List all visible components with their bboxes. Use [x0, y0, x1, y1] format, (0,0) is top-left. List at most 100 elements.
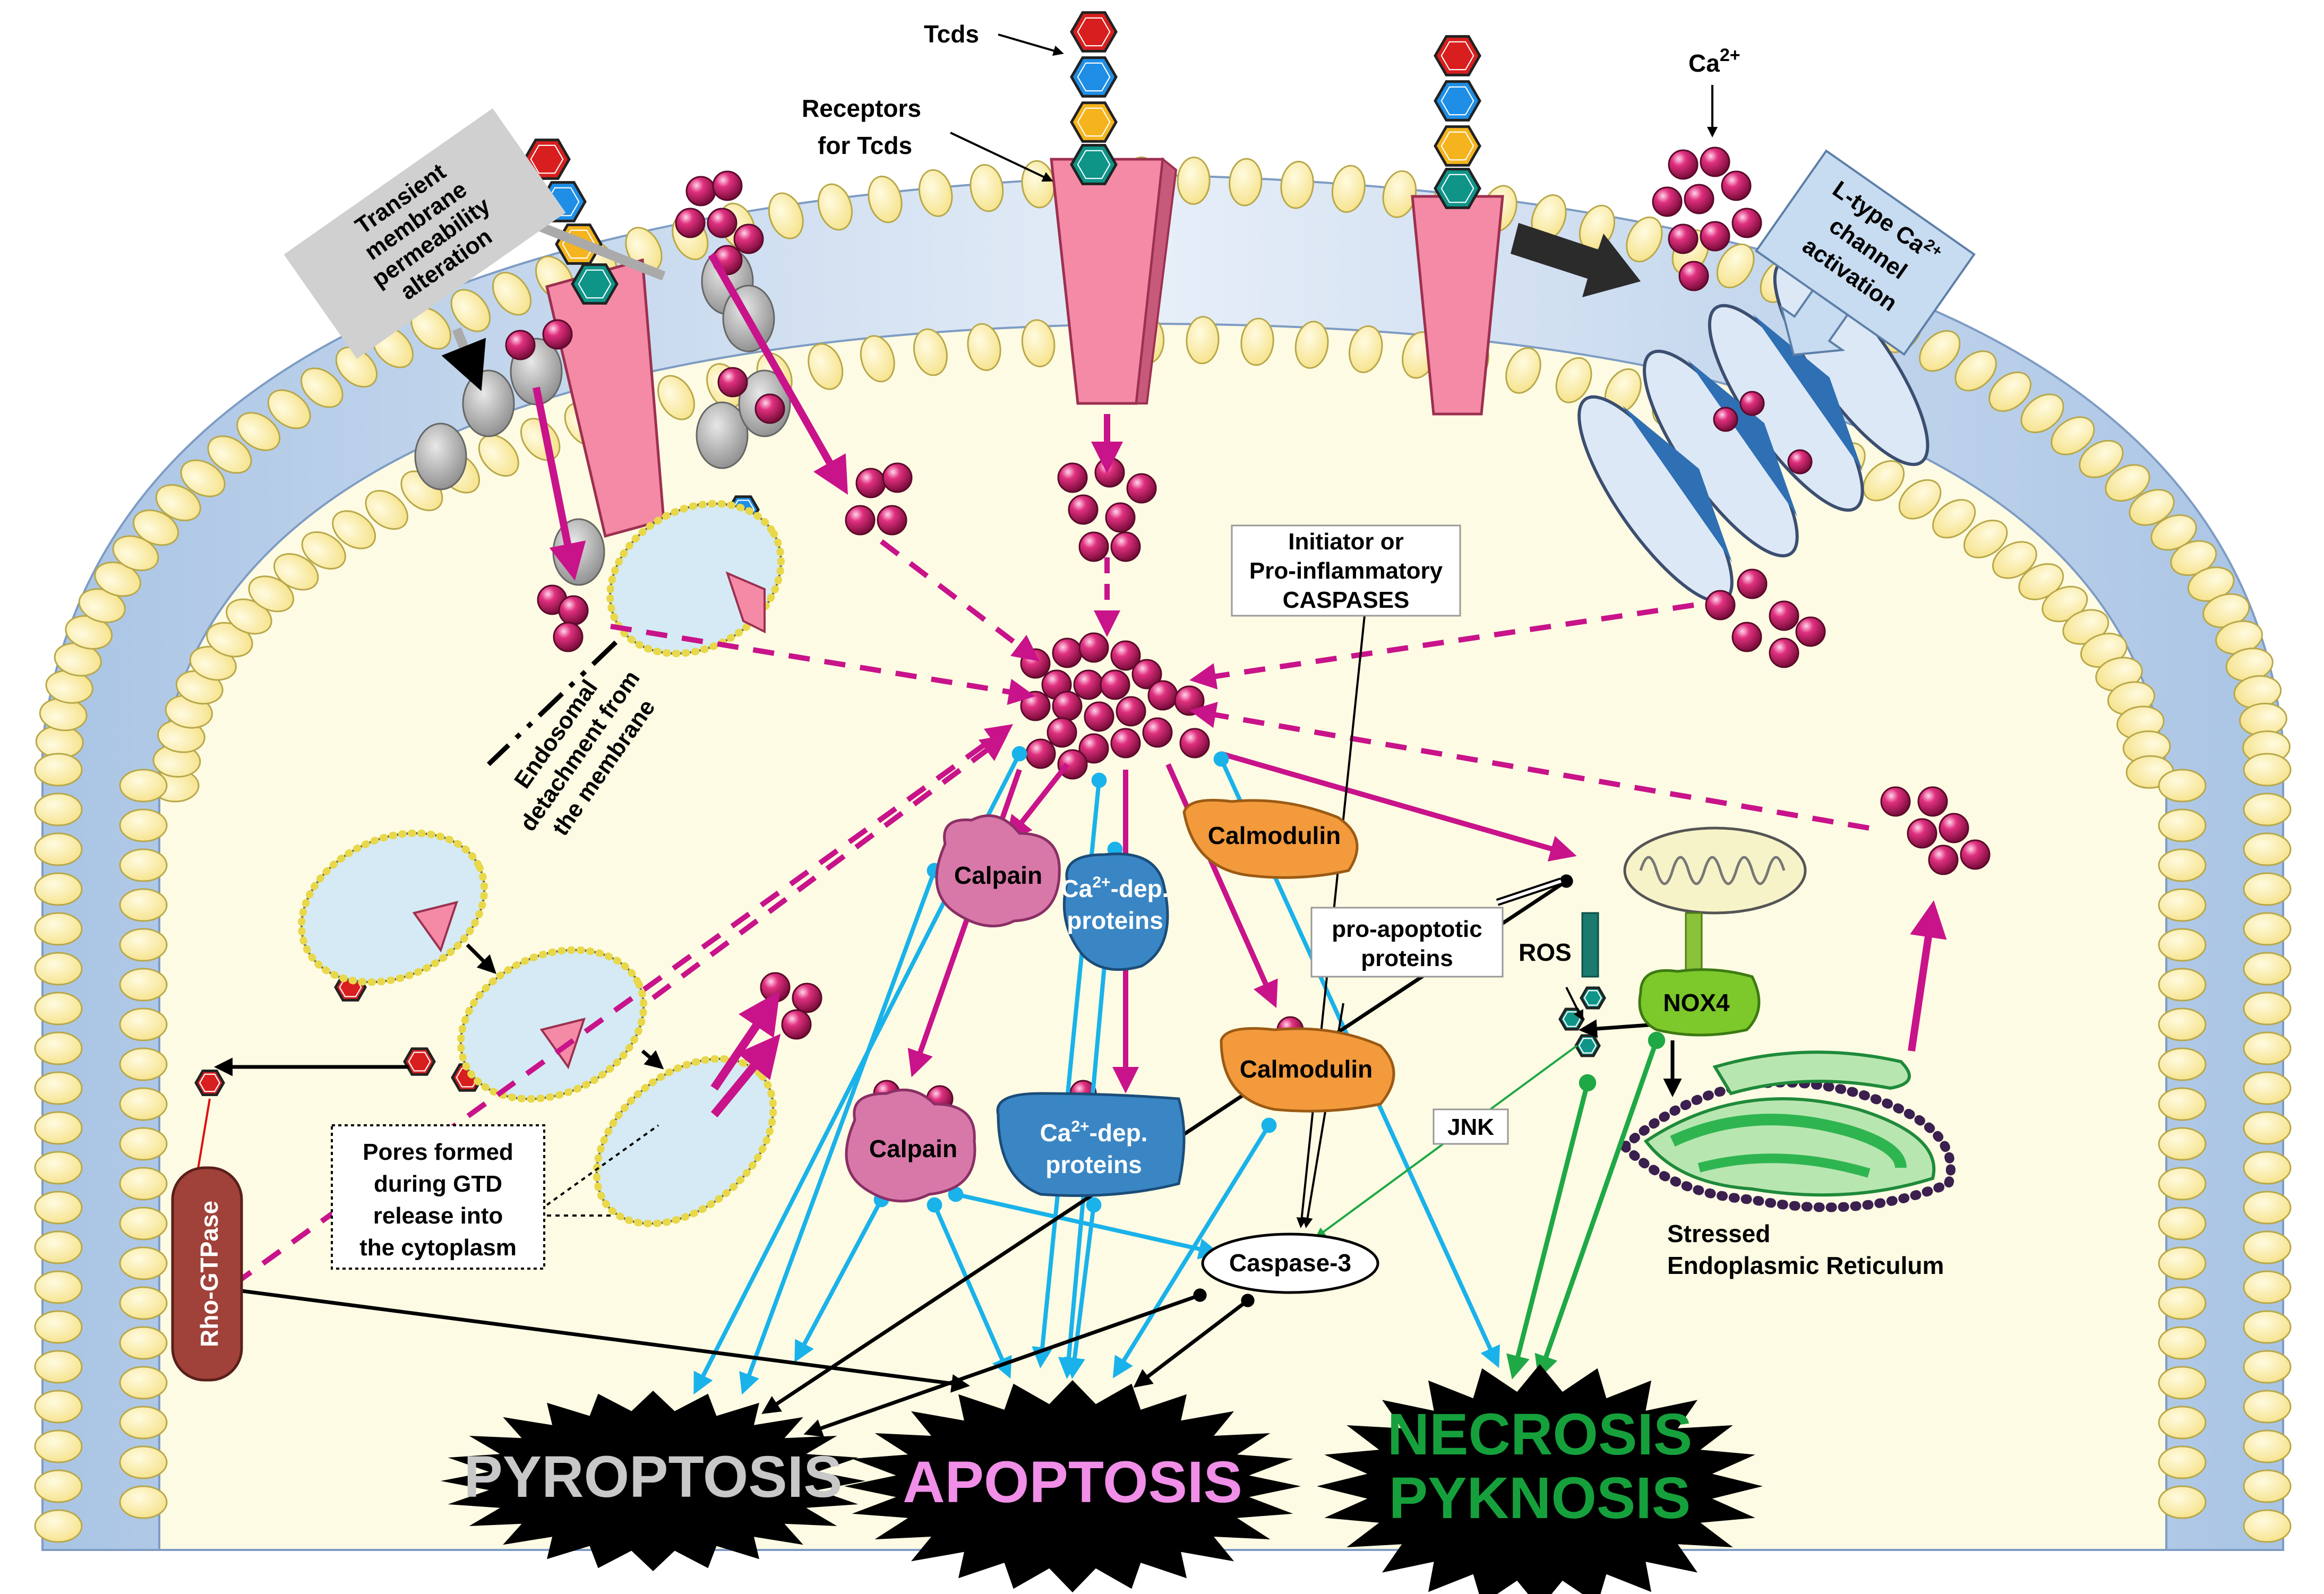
calcium-ion [1907, 818, 1937, 849]
lipid-head [119, 1127, 168, 1161]
lipid-head [2243, 1469, 2292, 1503]
lipid-head [34, 1071, 83, 1105]
lipid-head [2105, 464, 2150, 502]
lipid-head [868, 175, 903, 223]
calcium-ion [505, 330, 536, 360]
mitochondrion [1623, 826, 1807, 915]
calcium-ion [1731, 208, 1762, 238]
rho-gtpase [171, 1166, 243, 1382]
calcium-ion [733, 223, 764, 254]
lipid-head [492, 272, 531, 316]
lipid-head [2158, 968, 2207, 1002]
calmodulin-top [1182, 799, 1359, 879]
lipid-head [34, 1509, 83, 1543]
calcium-ion [1057, 462, 1088, 493]
outcome-necrosis-label: NECROSIS [1387, 1402, 1693, 1467]
calcium-ion [1731, 622, 1762, 652]
lipid-head [34, 792, 83, 826]
endosome-3 [457, 946, 648, 1103]
lipid-head [2129, 489, 2175, 526]
lipid-head [2243, 872, 2292, 906]
calcium-ion [792, 983, 822, 1013]
lipid-head [1862, 460, 1905, 502]
lipid-head [2243, 1071, 2292, 1105]
lipid-head [34, 832, 83, 866]
lipid-head [2243, 1191, 2292, 1225]
rho-gtpase-label: Rho-GTPase [195, 1201, 223, 1347]
lipid-head [1349, 325, 1383, 373]
lipid-head [913, 328, 948, 376]
nox4-node [1638, 968, 1761, 1037]
lipid-head [2243, 912, 2292, 946]
lipid-head [119, 769, 168, 803]
calmodulin-bottom [1220, 1027, 1395, 1113]
lipid-head [2158, 1127, 2207, 1161]
stressed-er-line-2: Endoplasmic Reticulum [1667, 1252, 1944, 1279]
outcome-pyroptosis-label: PYROPTOSIS [464, 1444, 842, 1510]
pro-apoptotic-box [1310, 907, 1504, 978]
lipid-head [119, 1406, 168, 1440]
calcium-ion [1700, 221, 1730, 252]
calcium-ion [760, 972, 791, 1003]
calcium-ion [1147, 680, 1178, 711]
calcium-ion [558, 595, 589, 626]
lipid-head [1280, 160, 1314, 209]
lipid-head [478, 434, 519, 477]
lipid-head [34, 1310, 83, 1344]
lipid-head [1177, 156, 1211, 205]
lipid-head [918, 169, 953, 217]
lipid-head [2243, 1310, 2292, 1344]
calpain-bottom-label: Calpain [869, 1135, 957, 1162]
receptor-fragment [412, 901, 459, 953]
lipid-head [2158, 1087, 2207, 1121]
pores-line-1: Pores formed [363, 1139, 513, 1165]
lipid-head [2079, 440, 2124, 478]
calcium-ion [1737, 568, 1768, 599]
receptors-label-1: Receptors [802, 94, 921, 122]
lipid-head [1626, 216, 1663, 263]
nox4-label: NOX4 [1663, 989, 1730, 1016]
tcds-label: Tcds [924, 20, 979, 48]
calcium-ion [1126, 473, 1157, 504]
outcome-necrosis-pyknosis: NECROSIS PYKNOSIS [1317, 1364, 1763, 1594]
calcium-ion [1105, 502, 1136, 533]
calcium-ion [1052, 637, 1083, 668]
calcium-ion [1078, 531, 1109, 562]
calcium-ion [1068, 494, 1099, 525]
lipid-head [267, 389, 311, 429]
endosome-1 [606, 499, 785, 658]
calpain-top [935, 814, 1061, 928]
calcium-ion [1174, 685, 1205, 716]
calcium-ion [553, 622, 584, 652]
lipid-head [119, 808, 168, 842]
lipid-head [808, 343, 844, 390]
lipid-head [657, 375, 695, 420]
lipid-head [34, 753, 83, 787]
ca-label: Ca2+ [1688, 45, 1740, 77]
calcium-ion [1179, 728, 1210, 759]
lipid-head [1186, 316, 1220, 365]
calcium-ion [1116, 696, 1146, 727]
lipid-head [1294, 321, 1329, 369]
calcium-ion [707, 208, 737, 238]
lipid-head [34, 1270, 83, 1304]
pores-line-3: release into [373, 1203, 503, 1229]
lipid-head [1932, 499, 1976, 539]
calcium-ion [1713, 407, 1738, 432]
pro-apoptotic-line-1: pro-apoptotic [1332, 916, 1482, 942]
initiator-line-2: Pro-inflammatory [1249, 558, 1443, 584]
ca-dependent-proteins-top-label-2: proteins [1067, 907, 1163, 934]
lipid-head [119, 1445, 168, 1479]
tcd-subunit [1434, 125, 1481, 167]
lipid-head [1919, 330, 1961, 372]
lipid-head [2158, 1286, 2207, 1320]
lipid-head [2051, 416, 2095, 455]
calcium-ion [712, 170, 743, 201]
lipid-head [301, 367, 344, 408]
calcium-ion [1078, 632, 1109, 663]
receptors-label-2: for Tcds [818, 132, 912, 159]
stressed-er-line-1: Stressed [1667, 1220, 1770, 1247]
lipid-head [1988, 372, 2031, 412]
calpain-bottom [845, 1088, 976, 1203]
lipid-head [34, 952, 83, 986]
